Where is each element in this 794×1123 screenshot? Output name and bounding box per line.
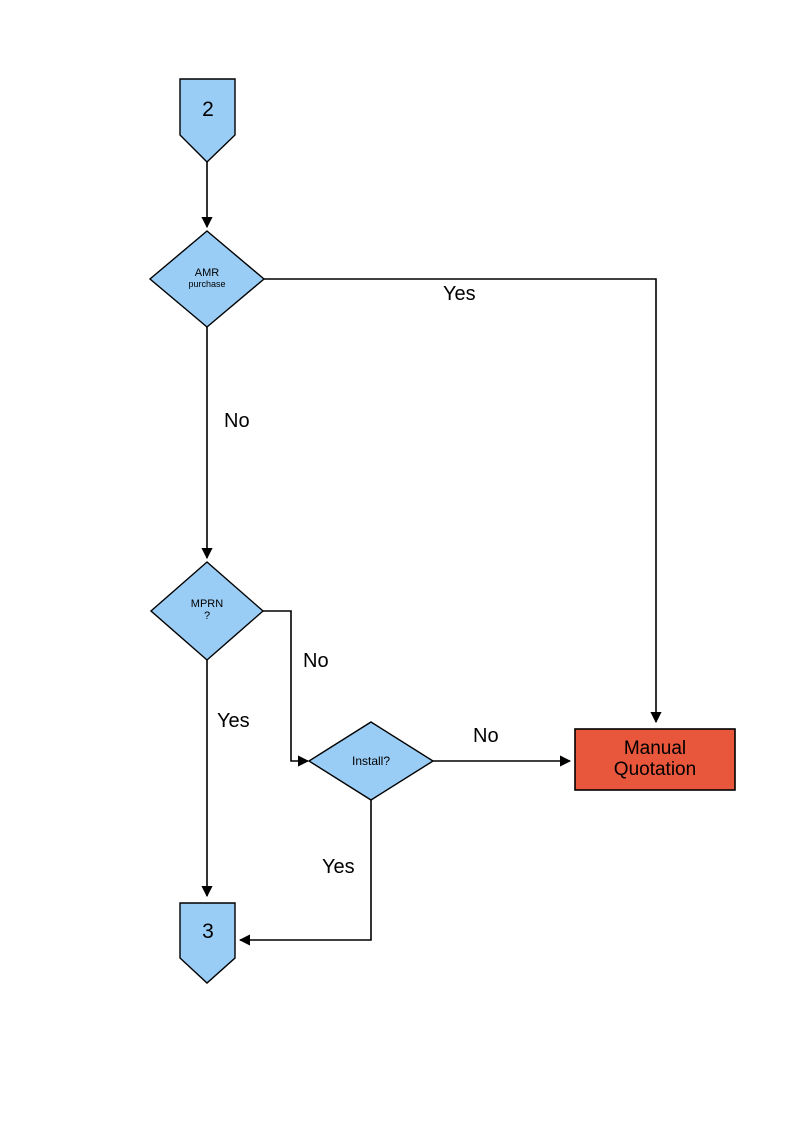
edge-label-amr-no: No: [224, 410, 250, 432]
node-manual-quotation-text-line1: Manual: [623, 737, 687, 759]
node-amr-diamond: [148, 230, 266, 328]
edge-amr-yes-to-manual: [264, 278, 662, 724]
edge-label-amr-yes: Yes: [443, 283, 476, 305]
node-start2-shield: [179, 78, 236, 163]
node-install-diamond: [307, 721, 435, 801]
node-end3-text: 3: [202, 919, 214, 943]
node-end3[interactable]: 3: [180, 903, 236, 983]
node-mprn-diamond: [149, 561, 265, 661]
edge-install-yes-to-end3: [238, 800, 372, 946]
edge-label-mprn-yes: Yes: [217, 710, 250, 732]
node-manual-quotation-box: [574, 728, 736, 791]
node-amr-label: AMR purchase: [150, 231, 264, 327]
edge-label-install-no: No: [473, 725, 499, 747]
node-manual-quotation-text-line2: Quotation: [613, 758, 697, 780]
node-end3-label: 3: [180, 903, 236, 961]
node-start2-label: 2: [180, 79, 236, 141]
edge-mprn-no-to-install: [263, 610, 310, 767]
node-install[interactable]: Install?: [309, 722, 433, 800]
node-mprn-text-line2: ?: [203, 610, 211, 622]
node-mprn[interactable]: MPRN ?: [151, 562, 263, 660]
node-amr-purchase[interactable]: AMR purchase: [150, 231, 264, 327]
node-start2[interactable]: 2: [180, 79, 236, 162]
node-mprn-label: MPRN ?: [151, 562, 263, 660]
node-amr-text-line1: AMR: [194, 267, 220, 280]
node-install-text-line1: Install?: [351, 753, 391, 768]
edge-label-mprn-no: No: [303, 650, 329, 672]
node-end3-shield: [179, 902, 236, 984]
node-mprn-text-line1: MPRN: [190, 598, 224, 611]
node-manual-quotation-label: Manual Quotation: [575, 729, 735, 790]
edge-label-install-yes: Yes: [322, 856, 355, 878]
node-amr-text-line2: purchase: [188, 279, 226, 290]
node-manual-quotation[interactable]: Manual Quotation: [575, 729, 735, 790]
node-install-label: Install?: [309, 722, 433, 800]
node-start2-text: 2: [202, 97, 214, 121]
